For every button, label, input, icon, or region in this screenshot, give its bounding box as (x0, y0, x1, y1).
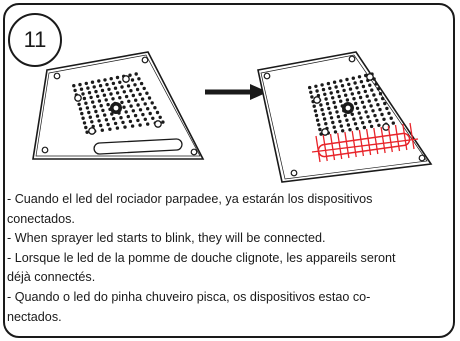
instructions-text: - Cuando el led del rociador parpadee, y… (7, 190, 449, 327)
step-number: 11 (23, 27, 47, 52)
shower-panel-right (257, 51, 433, 183)
instruction-fr-line2: déjà connectés. (7, 270, 96, 285)
arrow-right-icon (205, 84, 268, 100)
instruction-pt-line2: nectados. (7, 309, 62, 324)
spray-nozzles-right (308, 72, 395, 136)
instruction-es-line2: conectados. (7, 211, 75, 226)
led-blink-indicator (311, 122, 419, 163)
instruction-fr-line1: - Lorsque le led de la pomme de douche c… (7, 250, 396, 265)
instruction-es-line1: - Cuando el led del rociador parpadee, y… (7, 192, 373, 206)
instruction-pt-line1: - Quando o led do pinha chuveiro pisca, … (7, 289, 371, 304)
instruction-en-line1: - When sprayer led starts to blink, they… (7, 231, 326, 246)
shower-panel-left (32, 51, 205, 160)
illustration (32, 51, 433, 183)
spray-nozzles-left (72, 72, 165, 134)
step-number-badge: 11 (8, 13, 62, 67)
